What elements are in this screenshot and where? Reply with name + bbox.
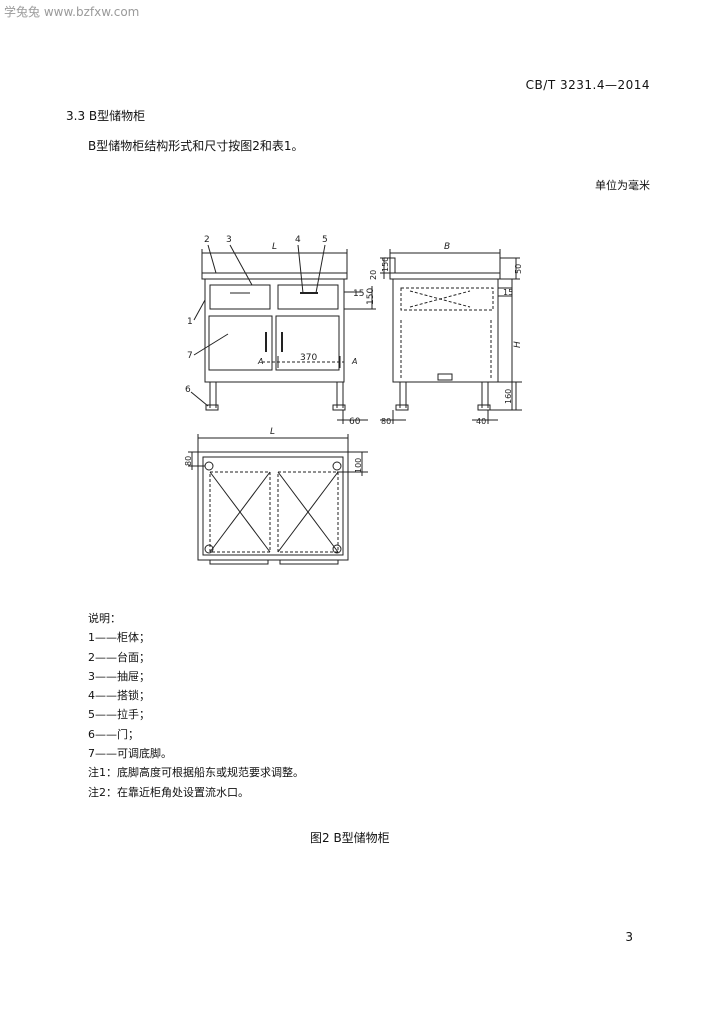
section-mark-a-right: A bbox=[351, 357, 357, 366]
dim-80-top: 80 bbox=[184, 456, 193, 466]
drain-hole-bl bbox=[204, 544, 214, 554]
top-door-left bbox=[209, 471, 271, 553]
dim-150-side: 150 bbox=[381, 257, 390, 272]
notes-title: 说明： bbox=[88, 612, 121, 625]
legend-notes: 说明： 1——柜体； 2——台面； 3——抽屉； 4——搭锁； 5——拉手； 6… bbox=[88, 609, 304, 802]
dim-L-front: L bbox=[272, 242, 277, 252]
note-item: 4——搭锁； bbox=[88, 689, 150, 703]
side-drawer-hidden bbox=[400, 287, 494, 311]
dim-370: 370 bbox=[300, 353, 317, 363]
side-view: B 50 150 20 15 H 160 80 40 bbox=[369, 242, 523, 426]
top-view: L 80 100 bbox=[184, 427, 368, 565]
drain-hole-br bbox=[332, 544, 342, 554]
dim-50: 50 bbox=[514, 264, 523, 274]
callout-7: 7 bbox=[187, 351, 193, 361]
remark-2: 注2：在靠近柜角处设置流水口。 bbox=[88, 785, 249, 799]
callout-2: 2 bbox=[204, 235, 210, 245]
front-door-left bbox=[208, 315, 273, 371]
note-item: 6——门； bbox=[88, 727, 139, 741]
top-door-right bbox=[277, 471, 339, 553]
section-heading: 3.3 B型储物柜 bbox=[66, 109, 146, 123]
drain-hole-tl bbox=[204, 461, 214, 471]
front-countertop bbox=[201, 272, 348, 280]
dim-L-top: L bbox=[270, 427, 275, 437]
dim-20: 20 bbox=[369, 270, 378, 280]
callout-1: 1 bbox=[187, 317, 193, 327]
dim-160: 160 bbox=[504, 389, 513, 404]
adjustable-foot-left bbox=[205, 404, 219, 411]
dim-100: 100 bbox=[354, 458, 363, 473]
dim-B: B bbox=[444, 242, 450, 252]
section-mark-a-left: A bbox=[257, 357, 263, 366]
front-door-right bbox=[275, 315, 340, 371]
front-cabinet-body bbox=[204, 278, 345, 383]
dim-150-front: 150 bbox=[366, 288, 376, 305]
dim-60: 60 bbox=[349, 417, 361, 427]
remark-1: 注1：底脚高度可根据船东或规范要求调整。 bbox=[88, 766, 304, 780]
dim-40: 40 bbox=[476, 417, 486, 426]
unit-note: 单位为毫米 bbox=[595, 179, 650, 192]
side-countertop bbox=[389, 272, 501, 280]
front-drawer-right bbox=[277, 284, 339, 310]
note-item: 7——可调底脚。 bbox=[88, 747, 172, 761]
page-number: 3 bbox=[625, 930, 633, 944]
drain-hole-tr bbox=[332, 461, 342, 471]
side-cabinet-body bbox=[392, 278, 499, 383]
note-item: 1——柜体； bbox=[88, 631, 150, 645]
note-item: 3——抽屉； bbox=[88, 669, 150, 683]
side-drain-outlet bbox=[437, 373, 453, 381]
callout-6: 6 bbox=[185, 385, 191, 395]
dim-15-front: 15 bbox=[353, 289, 364, 299]
intro-paragraph: B型储物柜结构形式和尺寸按图2和表1。 bbox=[88, 139, 304, 153]
callout-3: 3 bbox=[226, 235, 232, 245]
figure-caption: 图2 B型储物柜 bbox=[310, 831, 390, 845]
note-item: 2——台面； bbox=[88, 650, 150, 664]
dim-H: H bbox=[513, 341, 523, 348]
dim-15-side: 15 bbox=[503, 288, 513, 297]
top-outline bbox=[197, 451, 349, 561]
front-view: 2 3 4 5 1 7 6 L 15 150 370 A A 60 bbox=[185, 235, 376, 427]
adjustable-foot-right bbox=[332, 404, 346, 411]
dim-80-side: 80 bbox=[381, 417, 391, 426]
side-backsplash bbox=[389, 257, 396, 274]
callout-5: 5 bbox=[322, 235, 328, 245]
standard-number: CB/T 3231.4—2014 bbox=[525, 78, 650, 92]
watermark: 学兔兔 www.bzfxw.com bbox=[4, 5, 140, 19]
callout-4: 4 bbox=[295, 235, 301, 245]
note-item: 5——拉手； bbox=[88, 708, 150, 722]
front-drawer-left bbox=[209, 284, 271, 310]
